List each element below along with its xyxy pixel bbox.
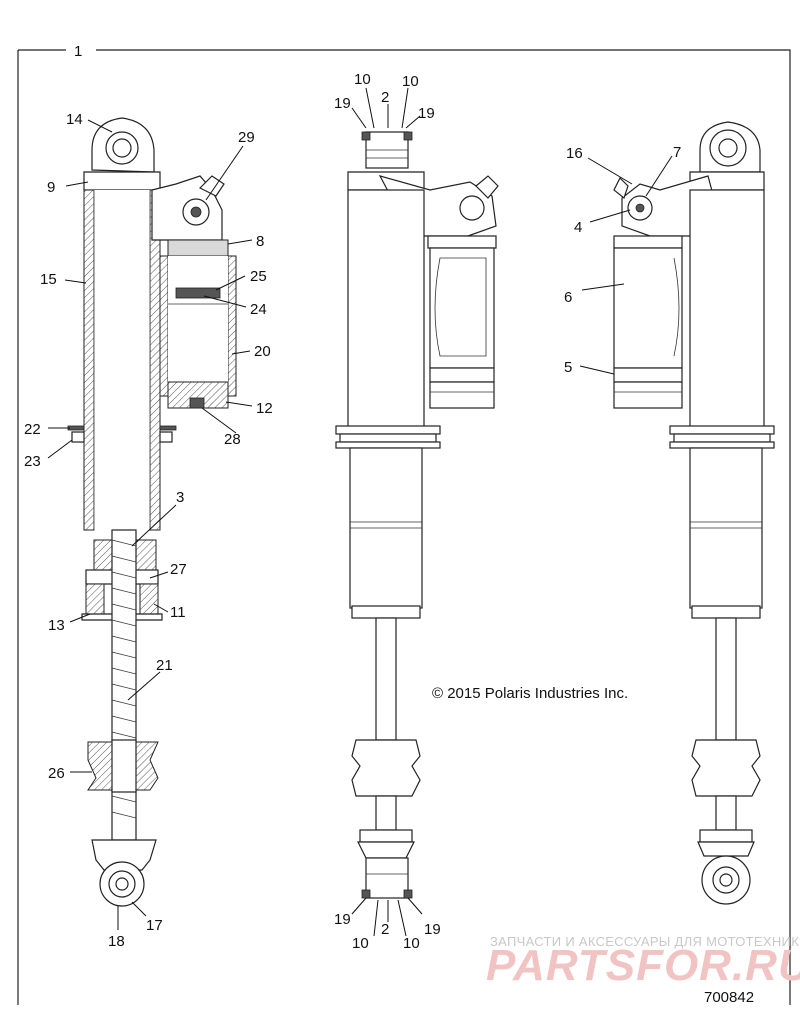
watermark: ЗАПЧАСТИ И АКСЕССУАРЫ ДЛЯ МОТОТЕХНИКИ PA… <box>486 934 800 990</box>
middle-leader-lines <box>351 87 423 937</box>
callout-19-bottom-left: 19 <box>334 911 351 928</box>
middle-shock-exterior <box>335 131 499 899</box>
callout-14: 14 <box>66 111 83 128</box>
callout-9: 9 <box>47 179 55 196</box>
callout-5: 5 <box>564 359 572 376</box>
callout-19-bottom-right: 19 <box>424 921 441 938</box>
callout-22: 22 <box>24 421 41 438</box>
callout-20: 20 <box>254 343 271 360</box>
callout-25: 25 <box>250 268 267 285</box>
callout-2-top: 2 <box>381 89 389 106</box>
callout-13: 13 <box>48 617 65 634</box>
diagram-frame: 1 <box>17 43 791 1005</box>
callout-12: 12 <box>256 400 273 417</box>
frame-label: 1 <box>74 43 82 60</box>
callout-10-top-right: 10 <box>402 73 419 90</box>
middle-callouts: 10 10 2 19 19 19 10 2 10 19 <box>334 71 441 952</box>
callout-29: 29 <box>238 129 255 146</box>
callout-24: 24 <box>250 301 267 318</box>
callout-27: 27 <box>170 561 187 578</box>
watermark-tagline: ЗАПЧАСТИ И АКСЕССУАРЫ ДЛЯ МОТОТЕХНИКИ <box>490 934 800 949</box>
callout-16: 16 <box>566 145 583 162</box>
callout-10-bottom-right: 10 <box>403 935 420 952</box>
right-shock-exterior <box>613 121 775 905</box>
callout-26: 26 <box>48 765 65 782</box>
section-leader-lines <box>47 119 253 930</box>
callout-4: 4 <box>574 219 582 236</box>
callout-28: 28 <box>224 431 241 448</box>
section-view-shock <box>67 117 237 907</box>
callout-21: 21 <box>156 657 173 674</box>
figure-number: 700842 <box>704 989 754 1006</box>
callout-3: 3 <box>176 489 184 506</box>
callout-19-top-right: 19 <box>418 105 435 122</box>
callout-15: 15 <box>40 271 57 288</box>
right-callouts: 16 7 4 6 5 <box>564 144 681 376</box>
callout-18: 18 <box>108 933 125 950</box>
right-leader-lines <box>579 155 673 375</box>
callout-23: 23 <box>24 453 41 470</box>
watermark-logo: PARTSFOR.RU <box>486 941 800 990</box>
callout-7: 7 <box>673 144 681 161</box>
callout-8: 8 <box>256 233 264 250</box>
callout-10-bottom-left: 10 <box>352 935 369 952</box>
callout-17: 17 <box>146 917 163 934</box>
copyright-notice: © 2015 Polaris Industries Inc. <box>432 685 628 702</box>
callout-19-top-left: 19 <box>334 95 351 112</box>
callout-6: 6 <box>564 289 572 306</box>
callout-2-bottom: 2 <box>381 921 389 938</box>
callout-11: 11 <box>170 604 186 621</box>
callout-10-top-left: 10 <box>354 71 371 88</box>
section-callouts: 14 9 29 8 15 25 24 20 12 28 22 23 3 27 1… <box>24 111 273 950</box>
